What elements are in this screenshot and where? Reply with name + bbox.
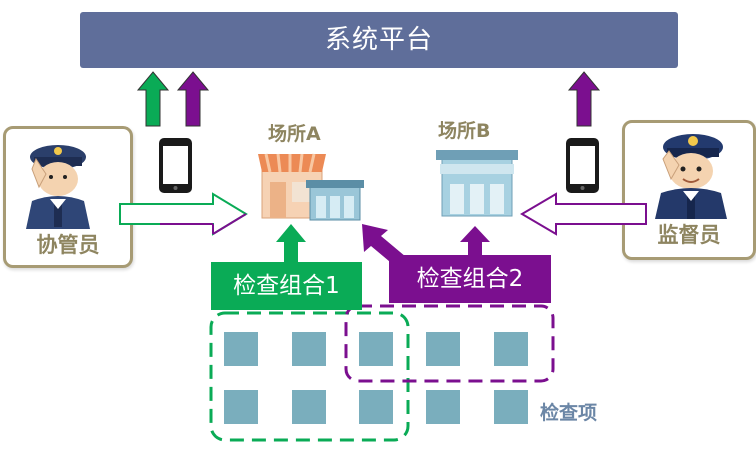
check-item-cell [426, 332, 460, 366]
group1-outline [209, 311, 410, 442]
building-icon [306, 180, 364, 221]
purple-up-arrow-group2 [460, 226, 490, 256]
supervisor-label: 监督员 [657, 223, 721, 247]
smartphone-icon [159, 138, 192, 193]
green-up-arrow-group1 [276, 224, 306, 262]
check-item-cell [494, 332, 528, 366]
check-item-cell [224, 390, 258, 424]
police-officer-icon [655, 134, 727, 219]
check-item-cell [224, 332, 258, 366]
check-group-1-tab: 检查组合1 [211, 262, 362, 310]
purple-up-arrow-right [567, 71, 601, 127]
check-items-label: 检查项 [540, 402, 598, 424]
inspector-assistant-card: 协管员 [3, 126, 133, 268]
site-b-label: 场所B [438, 120, 491, 142]
group2-outline [344, 304, 555, 383]
inspector-assistant-label: 协管员 [36, 233, 100, 257]
check-item-cell [359, 332, 393, 366]
green-up-arrow-left [136, 71, 170, 127]
smartphone-icon [566, 138, 599, 193]
check-group-2-tab: 检查组合2 [389, 255, 551, 303]
site-a-label: 场所A [268, 123, 321, 145]
hollow-arrow-to-site-a [119, 192, 248, 236]
police-officer-icon [26, 145, 90, 229]
hollow-arrow-to-site-b [520, 192, 647, 236]
building-icon [436, 150, 518, 217]
check-item-cell [494, 390, 528, 424]
check-item-cell [426, 390, 460, 424]
check-item-cell [292, 390, 326, 424]
check-item-cell [292, 332, 326, 366]
supervisor-card: 监督员 [622, 120, 756, 260]
system-platform-bar: 系统平台 [80, 12, 678, 68]
check-item-cell [359, 390, 393, 424]
purple-up-arrow-left [176, 71, 210, 127]
